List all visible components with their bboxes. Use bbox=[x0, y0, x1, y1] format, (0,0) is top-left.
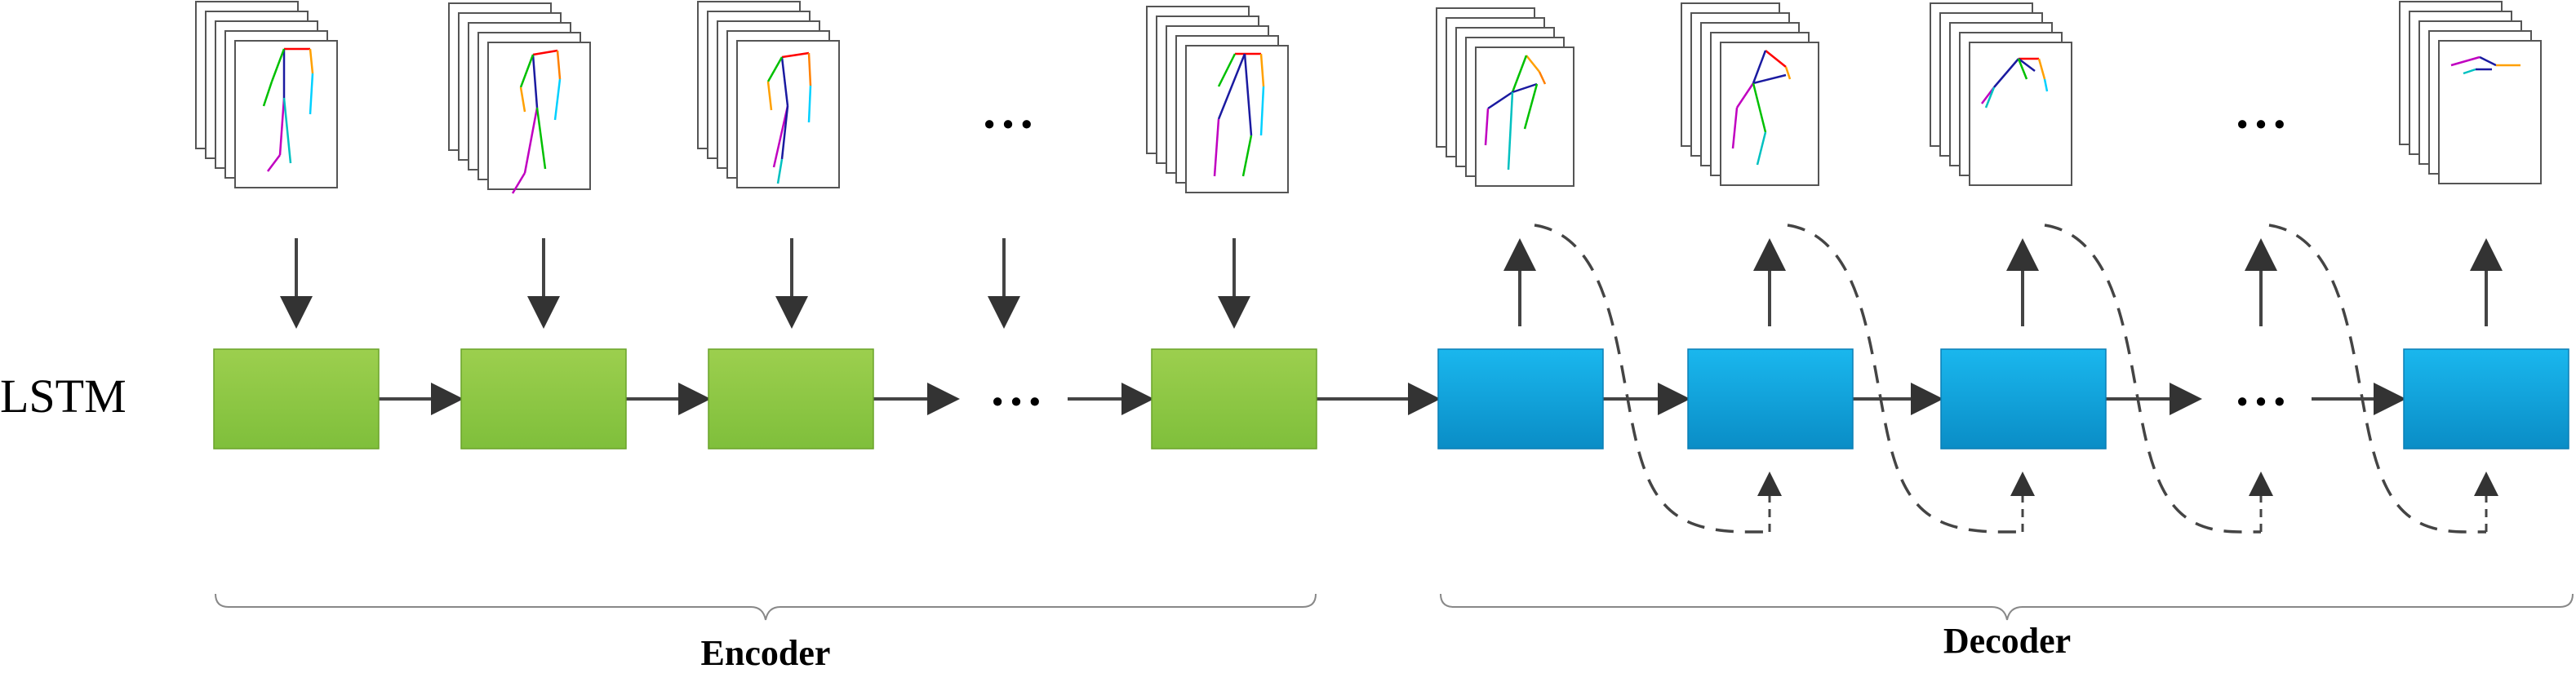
skeleton-limb bbox=[2450, 55, 2481, 67]
ellipsis-top-decoder: • • • bbox=[2237, 108, 2285, 142]
skeleton-pose-icon bbox=[1213, 52, 1265, 177]
skeleton-limb bbox=[519, 54, 535, 88]
skeleton-pose-icon bbox=[511, 49, 562, 194]
skeleton-limb bbox=[1259, 53, 1265, 87]
decoder-lstm-cell-2 bbox=[1687, 348, 1854, 450]
skeleton-limb bbox=[766, 81, 773, 111]
ellipsis-mid-decoder: • • • bbox=[2237, 385, 2285, 419]
skeleton-pose-icon bbox=[1731, 50, 1792, 166]
skeleton-pose-icon bbox=[2450, 55, 2520, 75]
skeleton-limb bbox=[2043, 78, 2049, 92]
skeleton-limb bbox=[1484, 108, 1490, 146]
ellipsis-top-encoder: • • • bbox=[984, 108, 1033, 142]
decoder-stack-2 bbox=[1681, 2, 1819, 186]
skeleton-limb bbox=[1512, 82, 1538, 94]
decoder-lstm-cell-1 bbox=[1437, 348, 1604, 450]
skeleton-limb bbox=[1487, 91, 1513, 110]
skeleton-limb bbox=[1735, 82, 1755, 108]
skeleton-limb bbox=[309, 48, 314, 74]
skeleton-limb bbox=[1756, 131, 1767, 166]
skeleton-limb bbox=[1752, 73, 1787, 85]
skeleton-limb bbox=[1523, 83, 1539, 130]
pose-frame bbox=[1475, 46, 1574, 187]
skeleton-limb bbox=[780, 56, 789, 107]
skeleton-limb bbox=[1526, 55, 1540, 73]
decoder-lstm-cell-3 bbox=[1940, 348, 2107, 450]
skeleton-limb bbox=[807, 85, 812, 123]
ellipsis-mid-encoder: • • • bbox=[993, 385, 1041, 419]
skeleton-limb bbox=[535, 107, 547, 170]
encoder-brace bbox=[215, 593, 1317, 621]
encoder-stack-3 bbox=[697, 1, 840, 188]
skeleton-limb bbox=[309, 73, 314, 115]
skeleton-limb bbox=[807, 52, 812, 86]
decoder-brace bbox=[1440, 593, 2574, 621]
skeleton-pose-icon bbox=[262, 47, 314, 172]
skeleton-limb bbox=[1217, 53, 1246, 120]
skeleton-limb bbox=[1243, 53, 1253, 136]
skeleton-limb bbox=[1511, 55, 1528, 93]
skeleton-limb bbox=[1752, 82, 1767, 133]
skeleton-limb bbox=[519, 86, 526, 113]
skeleton-limb bbox=[556, 50, 562, 80]
decoder-stack-3 bbox=[1930, 2, 2072, 186]
skeleton-limb bbox=[282, 97, 292, 164]
decoder-stack-1 bbox=[1436, 7, 1574, 187]
skeleton-limb bbox=[278, 97, 286, 156]
encoder-lstm-cell-4 bbox=[1151, 348, 1317, 450]
decoder-stack-n bbox=[2399, 1, 2542, 184]
pose-frame bbox=[736, 40, 840, 188]
skeleton-limb bbox=[532, 49, 558, 56]
skeleton-limb bbox=[1984, 86, 1996, 108]
encoder-lstm-cell-3 bbox=[708, 348, 874, 450]
decoder-lstm-cell-4 bbox=[2403, 348, 2569, 450]
skeleton-limb bbox=[262, 81, 273, 107]
skeleton-limb bbox=[1213, 118, 1220, 177]
skeleton-limb bbox=[780, 105, 789, 160]
skeleton-limb bbox=[2018, 58, 2036, 72]
skeleton-limb bbox=[1217, 53, 1237, 87]
skeleton-limb bbox=[531, 54, 539, 108]
skeleton-limb bbox=[1731, 107, 1739, 149]
skeleton-limb bbox=[270, 48, 286, 82]
skeleton-limb bbox=[1752, 50, 1767, 84]
skeleton-limb bbox=[523, 107, 539, 174]
skeleton-limb bbox=[1765, 50, 1787, 68]
skeleton-limb bbox=[776, 158, 784, 184]
skeleton-pose-icon bbox=[1981, 57, 2049, 108]
skeleton-limb bbox=[1241, 135, 1253, 177]
decoder-label: Decoder bbox=[1943, 621, 2071, 661]
feedback-curve-2 bbox=[1787, 224, 2023, 534]
feedback-curve-n bbox=[2268, 224, 2486, 534]
encoder-label: Encoder bbox=[701, 633, 831, 673]
skeleton-limb bbox=[553, 78, 562, 121]
skeleton-limb bbox=[2037, 58, 2046, 80]
encoder-stack-1 bbox=[195, 1, 338, 188]
skeleton-limb bbox=[1538, 71, 1547, 85]
skeleton-limb bbox=[267, 154, 281, 172]
skeleton-limb bbox=[781, 51, 810, 59]
skeleton-limb bbox=[1784, 66, 1792, 80]
skeleton-pose-icon bbox=[1484, 55, 1547, 170]
skeleton-limb bbox=[772, 105, 789, 168]
feedback-curve-3 bbox=[2044, 224, 2261, 534]
encoder-stack-2 bbox=[448, 2, 591, 194]
skeleton-limb bbox=[1993, 58, 2019, 88]
encoder-lstm-cell-2 bbox=[460, 348, 627, 450]
skeleton-limb bbox=[2017, 58, 2028, 80]
skeleton-limb bbox=[1259, 86, 1265, 136]
encoder-lstm-cell-1 bbox=[213, 348, 380, 450]
skeleton-limb bbox=[2463, 68, 2476, 75]
skeleton-limb bbox=[511, 172, 526, 194]
lstm-row-label: LSTM bbox=[0, 370, 127, 423]
skeleton-limb bbox=[2479, 55, 2497, 67]
skeleton-pose-icon bbox=[766, 51, 812, 184]
skeleton-limb bbox=[766, 56, 784, 82]
encoder-stack-n bbox=[1146, 6, 1289, 193]
pose-frame bbox=[1185, 45, 1289, 193]
feedback-curve-1 bbox=[1534, 224, 1770, 534]
skeleton-limb bbox=[1507, 91, 1514, 170]
